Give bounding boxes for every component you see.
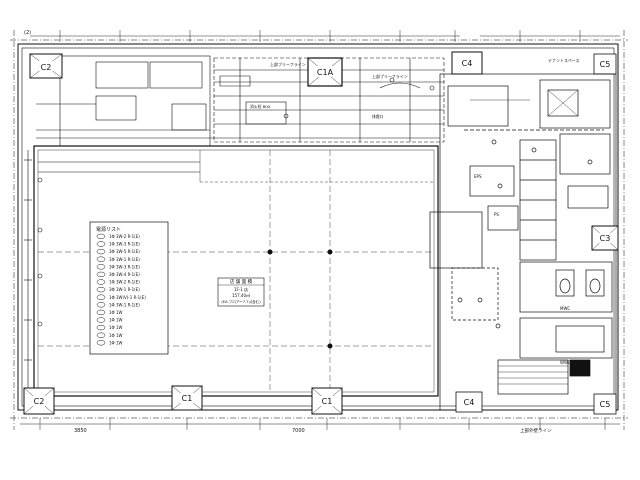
label-box-d: 排煙口 — [372, 114, 384, 119]
legend-item: 1Φ 1W — [96, 317, 123, 323]
legend-item-label: 3Φ 3W-1 R-1(E) — [109, 287, 140, 292]
label-room-d: WWC — [560, 360, 571, 365]
sales-floor — [33, 145, 439, 397]
legend-symbol-icon — [96, 233, 106, 240]
label-bottom-dim: 3850 — [74, 428, 87, 434]
legend-symbol-icon — [96, 317, 106, 323]
label-top-left: (2) — [24, 30, 31, 36]
upper-equipment-zone — [36, 55, 445, 147]
legend-symbol-icon — [96, 256, 106, 262]
legend-item-label: 3Φ 3W-3 R-1(E) — [109, 264, 140, 269]
column-c3-label: C3 — [600, 234, 611, 243]
column-c2-bottom-label: C2 — [34, 397, 45, 406]
legend-symbol-icon — [96, 302, 106, 308]
legend-item: 1Φ 1W — [96, 309, 123, 316]
legend-item-label: 3Φ 3W-4 R-1(E) — [109, 272, 140, 277]
column-c2-top: C2 — [29, 53, 63, 79]
legend-item: 1Φ 3W-3 R-1(E) — [96, 241, 140, 247]
legend-symbol-icon — [96, 286, 106, 293]
top-dimension-band — [30, 30, 620, 42]
column-c4-bottom: C4 — [455, 391, 483, 413]
column-c5-bottom: C5 — [593, 393, 617, 415]
legend-symbol-icon — [96, 324, 106, 331]
column-c4-bottom-label: C4 — [464, 398, 475, 407]
label-box-b: 上部ブリーフライン — [372, 73, 408, 79]
column-c1a-label: C1A — [317, 68, 334, 77]
legend-item-label: 1Φ 3W-2 R-1(E) — [109, 280, 140, 285]
legend-item: 1Φ 3W-1 R-1(E) — [96, 256, 140, 262]
drawing-labels: (2) 3850 7000 上部外壁ライン 上部ブリーフライン 上部ブリーフライ… — [24, 30, 580, 434]
column-c2-bottom: C2 — [23, 387, 55, 415]
legend-item: 1Φ 1W — [96, 332, 123, 338]
area-note-line2: 157.40㎡ — [232, 292, 250, 298]
legend-item-label: 1Φ 1W — [109, 340, 123, 345]
column-c4-top: C4 — [451, 51, 483, 75]
legend-item-label: 1Φ 3W-1 R-1(E) — [109, 302, 140, 307]
legend-item-label: 1Φ 3W-2 R-1(E) — [109, 234, 140, 239]
legend-item-label: 1Φ 3W(V)-1 R-1(E) — [109, 295, 146, 300]
label-box-a: 上部ブリーフライン — [270, 61, 306, 67]
area-note-line3: (EA:フロアー7.7㎡含む) — [221, 299, 261, 304]
column-c2-top-label: C2 — [41, 63, 52, 72]
column-c1-left-label: C1 — [182, 394, 193, 403]
left-wall-outlets — [24, 150, 43, 392]
legend-symbol-icon — [96, 309, 106, 316]
legend-item: 3Φ 3W-5 R-1(E) — [96, 248, 140, 255]
power-legend: 電源リスト 1Φ 3W-2 R-1(E) 1Φ 3W-3 R-1(E) 3Φ 3W-… — [89, 221, 169, 355]
column-c1-right: C1 — [311, 387, 343, 415]
legend-item: 1Φ 3W(V)-1 R-1(E) — [96, 294, 146, 300]
legend-item: 3Φ 3W-3 R-1(E) — [96, 264, 140, 270]
legend-symbol-icon — [96, 248, 106, 255]
area-note: 店 舗 面 積 1F-1 店 157.40㎡ (EA:フロアー7.7㎡含む) — [217, 277, 265, 307]
legend-item-label: 1Φ 1W — [109, 318, 123, 323]
legend-item-label: 1Φ 1W — [109, 333, 123, 338]
legend-item: 3Φ 3W-4 R-1(E) — [96, 271, 140, 278]
legend-symbol-icon — [96, 332, 106, 338]
area-note-title: 店 舗 面 積 — [230, 278, 253, 285]
legend-symbol-icon — [96, 294, 106, 300]
legend-symbol-icon — [96, 271, 106, 278]
legend-item-label: 1Φ 1W — [109, 310, 123, 315]
legend-item-label: 3Φ 3W-5 R-1(E) — [109, 249, 140, 254]
label-box-c: 消火栓 BOX — [250, 104, 271, 109]
service-core — [429, 73, 617, 411]
column-c1-right-label: C1 — [322, 397, 333, 406]
legend-symbol-icon — [96, 241, 106, 247]
legend-item: 1Φ 3W-2 R-1(E) — [96, 233, 140, 240]
label-room-b: PS — [494, 212, 499, 217]
label-bottom-dim-2: 7000 — [292, 428, 305, 434]
bottom-dimension-band — [20, 418, 620, 430]
legend-item: 1Φ 1W — [96, 324, 123, 331]
legend-title: 電源リスト — [96, 226, 121, 233]
legend-symbol-icon — [96, 264, 106, 270]
legend-item: 1Φ 3W-1 R-1(E) — [96, 302, 140, 308]
legend-symbol-icon — [96, 340, 106, 346]
legend-item: 1Φ 1W — [96, 340, 123, 346]
column-c5-bottom-label: C5 — [600, 400, 611, 409]
label-shop-a: テナントスペース — [548, 57, 580, 63]
legend-symbol-icon — [96, 279, 106, 285]
column-c3: C3 — [591, 225, 619, 251]
column-c1-left: C1 — [171, 385, 203, 411]
label-room-c: MWC — [560, 306, 570, 311]
legend-item: 1Φ 3W-2 R-1(E) — [96, 279, 140, 285]
legend-item-label: 1Φ 1W — [109, 325, 123, 330]
column-c5-top: C5 — [593, 53, 617, 75]
area-note-line1: 1F-1 店 — [234, 286, 248, 292]
legend-item-label: 1Φ 3W-1 R-1(E) — [109, 257, 140, 262]
legend-rows: 1Φ 3W-2 R-1(E) 1Φ 3W-3 R-1(E) 3Φ 3W-5 R-1(… — [96, 233, 146, 346]
label-room-a: EPS — [474, 174, 482, 179]
column-c4-top-label: C4 — [462, 59, 473, 68]
legend-item: 3Φ 3W-1 R-1(E) — [96, 286, 140, 293]
label-bottom-right: 上部外壁ライン — [520, 427, 552, 434]
column-c5-top-label: C5 — [600, 60, 611, 69]
legend-item-label: 1Φ 3W-3 R-1(E) — [109, 242, 140, 247]
column-c1a: C1A — [307, 57, 343, 87]
